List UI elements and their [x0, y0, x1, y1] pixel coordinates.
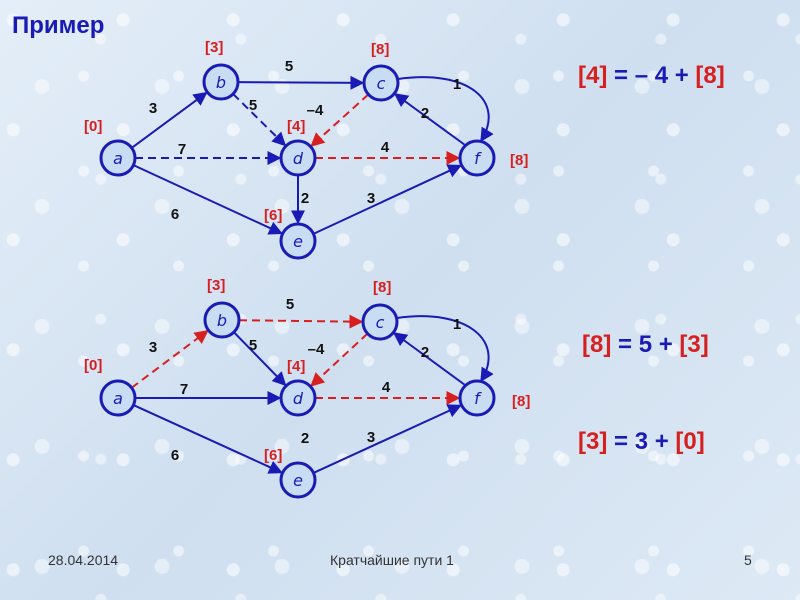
- node-potential-b: [3]: [207, 277, 225, 294]
- equation-2-ref: [3]: [679, 331, 709, 358]
- edge-weight-d-f: 4: [381, 139, 390, 156]
- node-potential-e: [6]: [264, 447, 282, 464]
- node-potential-c: [8]: [373, 279, 391, 296]
- edge-weight-c-d: –4: [307, 102, 324, 119]
- equation-3-label: [3]: [578, 428, 608, 455]
- edge-b-c: [238, 314, 364, 329]
- node-d: [279, 139, 317, 177]
- footer-date: 28.04.2014: [48, 552, 119, 568]
- node-label-e: e: [293, 471, 303, 490]
- edge-weight-c-f: 1: [453, 316, 461, 333]
- node-label-f: f: [474, 389, 482, 408]
- node-label-a: a: [113, 389, 123, 408]
- edge-a-e: [133, 164, 283, 235]
- equation-1-ref: [8]: [695, 62, 725, 89]
- node-f: [458, 379, 496, 417]
- edge-weight-a-b: 3: [149, 100, 157, 117]
- equation-2-expr: = 5 +: [611, 331, 680, 358]
- edge-f-c: [392, 332, 466, 386]
- node-a: [99, 139, 137, 177]
- equation-2-label: [8]: [582, 331, 612, 358]
- edge-weight-b-c: 5: [286, 296, 294, 313]
- node-b: [203, 301, 241, 339]
- edge-b-c: [237, 75, 365, 90]
- node-label-d: d: [293, 149, 304, 168]
- node-label-c: c: [377, 74, 386, 93]
- node-label-e: e: [293, 232, 303, 251]
- edge-f-c: [393, 93, 466, 146]
- node-potential-f: [8]: [512, 393, 530, 410]
- edge-b-d: [233, 331, 287, 387]
- edge-weight-c-f: 1: [453, 76, 461, 93]
- equation-1-expr: = – 4 +: [607, 62, 696, 89]
- node-e: [279, 222, 317, 260]
- edge-weight-e-f: 3: [367, 190, 375, 207]
- node-potential-a: [0]: [84, 118, 102, 135]
- equation-3-ref: [0]: [675, 428, 705, 455]
- node-e: [279, 461, 317, 499]
- node-label-f: f: [474, 149, 482, 168]
- slide-title: Пример: [12, 12, 105, 39]
- edge-e-f: [313, 164, 462, 235]
- edge-a-e: [133, 404, 283, 474]
- edge-e-f: [313, 404, 462, 474]
- equation-3: [3] = 3 + [0]: [578, 428, 705, 456]
- edge-weight-a-d: 7: [178, 141, 186, 158]
- edge-weight-a-e: 6: [171, 447, 179, 464]
- node-d: [279, 379, 317, 417]
- edge-weight-d-f: 4: [382, 379, 391, 396]
- edge-weight-d-e: 2: [301, 190, 309, 207]
- node-potential-c: [8]: [371, 41, 389, 58]
- edge-weight-f-c: 2: [421, 105, 429, 122]
- node-b: [202, 63, 240, 101]
- footer-page-number: 5: [744, 552, 752, 568]
- edge-c-f: [397, 76, 494, 143]
- node-label-a: a: [113, 149, 123, 168]
- node-potential-b: [3]: [205, 39, 223, 56]
- node-a: [99, 379, 137, 417]
- edge-a-b: [131, 91, 208, 149]
- node-label-c: c: [376, 313, 385, 332]
- edge-weight-b-d: 5: [249, 97, 257, 114]
- node-f: [458, 139, 496, 177]
- node-potential-d: [4]: [287, 358, 305, 375]
- node-potential-f: [8]: [510, 152, 528, 169]
- edge-weight-c-d: –4: [308, 341, 325, 358]
- equation-1: [4] = – 4 + [8]: [578, 62, 725, 90]
- edge-c-f: [396, 315, 494, 383]
- edge-weight-d-e: 2: [301, 430, 309, 447]
- edge-weight-a-b: 3: [149, 339, 157, 356]
- node-potential-e: [6]: [264, 207, 282, 224]
- edge-weight-f-c: 2: [421, 344, 429, 361]
- edge-weight-a-e: 6: [171, 206, 179, 223]
- edge-weight-e-f: 3: [367, 429, 375, 446]
- node-potential-a: [0]: [84, 357, 102, 374]
- edge-b-d: [232, 93, 287, 147]
- edge-weight-a-d: 7: [180, 381, 188, 398]
- node-c: [362, 64, 400, 102]
- graph-2: 3 7 6 5 5 –4 1 2 4 2 3 a [0] b [3] c [8] d [4] e [6] f [8]: [84, 277, 530, 499]
- node-c: [361, 303, 399, 341]
- node-label-d: d: [293, 389, 304, 408]
- equation-1-label: [4]: [578, 62, 608, 89]
- edge-a-b: [131, 329, 209, 389]
- node-potential-d: [4]: [287, 118, 305, 135]
- footer-caption: Кратчайшие пути 1: [330, 552, 454, 568]
- edge-weight-b-d: 5: [249, 337, 257, 354]
- node-label-b: b: [217, 311, 227, 330]
- edge-weight-b-c: 5: [285, 58, 293, 75]
- equation-3-expr: = 3 +: [607, 428, 676, 455]
- equation-2: [8] = 5 + [3]: [582, 331, 709, 359]
- node-label-b: b: [216, 73, 226, 92]
- graph-1: 3 7 6 5 5 –4 1 2 4 2 3 a [0] b [3] c [8] d [4] e [6] f [8]: [84, 39, 528, 260]
